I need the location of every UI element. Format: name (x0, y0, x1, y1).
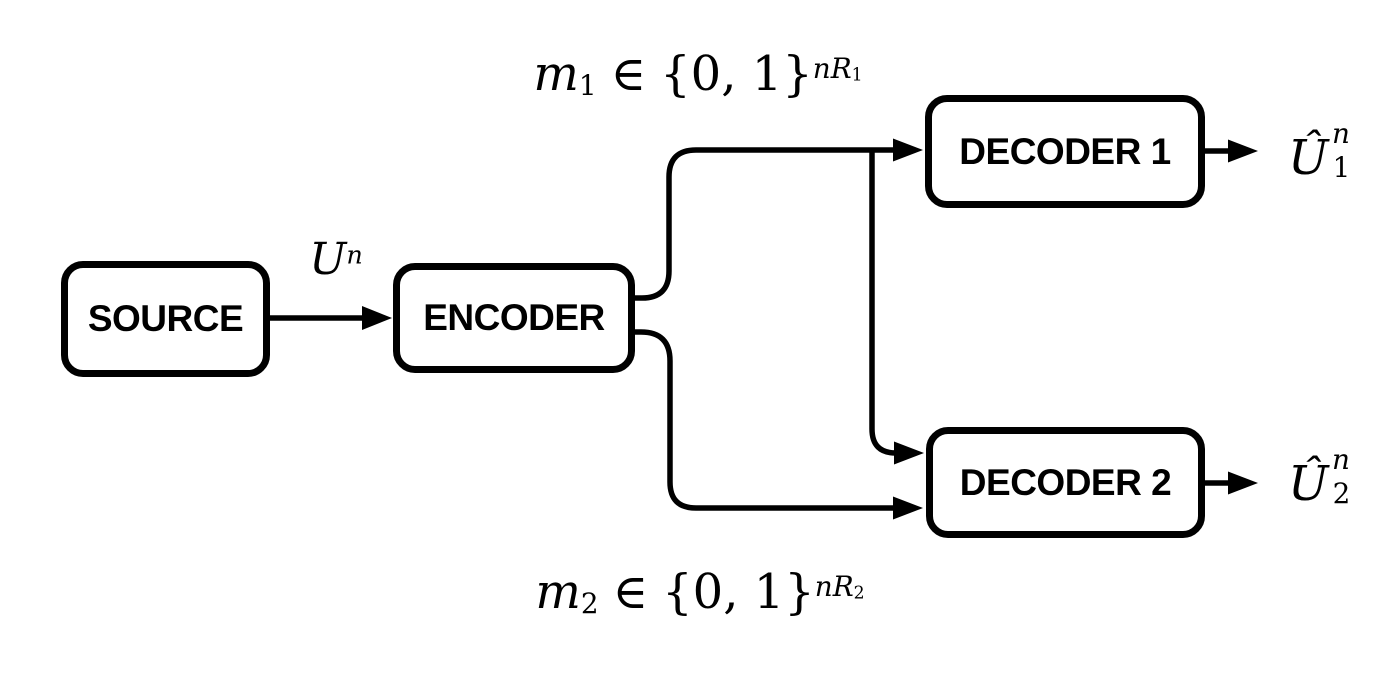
source-sequence-label: Un (309, 238, 363, 282)
decoder1-box: DECODER 1 (925, 95, 1205, 208)
decoder2-upper-input-arrowhead-icon (894, 441, 924, 465)
encoder-to-decoder2-line (635, 329, 898, 511)
element-of-symbol: ∈ (612, 564, 649, 620)
m1-set: {0, 1} (660, 46, 813, 102)
message1-label: m1∈{0, 1}nR1 (533, 50, 862, 100)
u2-superscript: n (1332, 442, 1350, 476)
decoder2-box: DECODER 2 (926, 427, 1205, 538)
m2-exponent-subscript: 2 (853, 583, 865, 604)
message2-label: m2∈{0, 1}nR2 (535, 568, 864, 618)
m1-var-subscript: 1 (578, 69, 597, 102)
m1-branch-to-decoder2-line (869, 150, 899, 456)
m2-exponent: nR (814, 570, 854, 604)
source-box: SOURCE (61, 261, 270, 377)
m2-var: m (535, 564, 581, 620)
u1-base: Û (1288, 130, 1329, 186)
m1-var: m (533, 46, 579, 102)
decoder2-lower-input-arrowhead-icon (893, 496, 923, 520)
decoder2-output-arrowhead-icon (1228, 471, 1258, 495)
u1-superscript: n (1332, 116, 1350, 150)
m2-var-subscript: 2 (580, 587, 599, 620)
m1-exponent-subscript: 1 (851, 65, 863, 86)
encoder-box-label: ENCODER (423, 297, 605, 338)
encoder-box: ENCODER (393, 263, 635, 373)
u1-subscript: 1 (1332, 150, 1351, 184)
element-of-symbol: ∈ (610, 46, 647, 102)
encoder-to-decoder1-line (635, 147, 898, 301)
decoder1-input-arrowhead-icon (893, 138, 923, 162)
un-superscript: n (346, 240, 363, 271)
m2-set: {0, 1} (662, 564, 815, 620)
decoder2-box-label: DECODER 2 (959, 461, 1172, 503)
source-box-label: SOURCE (87, 298, 244, 339)
m1-exponent: nR (812, 52, 852, 86)
un-base: U (309, 234, 347, 285)
u2-base: Û (1288, 456, 1329, 512)
decoder1-box-label: DECODER 1 (959, 130, 1171, 172)
u2-subscript: 2 (1332, 476, 1351, 510)
source-to-encoder-arrowhead-icon (362, 306, 392, 330)
decoder1-output-arrowhead-icon (1228, 139, 1258, 163)
